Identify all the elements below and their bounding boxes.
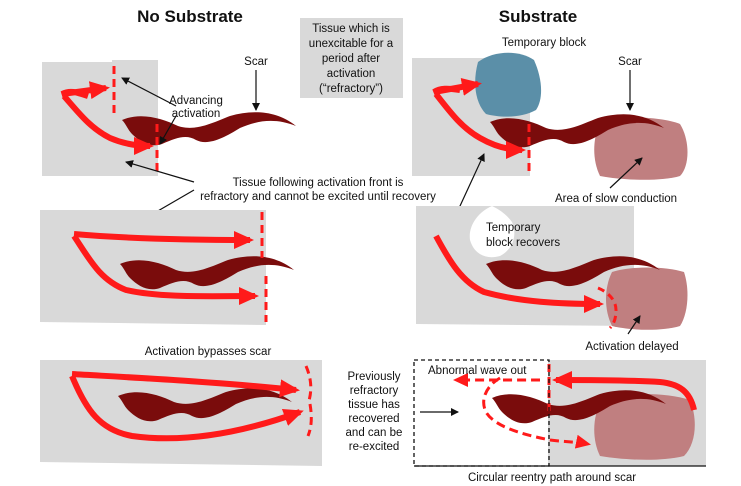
label-temp-block-recovers-1: Temporary xyxy=(486,222,541,234)
panel-top-left: Advancing activation Scar xyxy=(42,56,296,176)
activation-arrow-lower xyxy=(71,234,259,306)
legend-line-4: activation xyxy=(327,68,376,80)
scar-shape xyxy=(486,256,660,290)
label-circular-reentry: Circular reentry path around scar xyxy=(468,472,636,484)
activation-arrow-lower xyxy=(69,374,304,442)
legend-line-3: period after xyxy=(322,53,380,65)
label-tissue-following-1: Tissue following activation front is xyxy=(233,177,404,189)
temporary-block xyxy=(475,52,542,117)
heading-no-substrate: No Substrate xyxy=(137,7,243,26)
activation-arrow-upper xyxy=(71,371,300,398)
pointer-tissue-following-upper xyxy=(125,160,195,183)
label-advancing-1: Advancing xyxy=(169,95,223,107)
scar-shape xyxy=(490,114,664,148)
label-previously-refractory-1: Previously xyxy=(347,371,400,383)
pointer-advancing-lower xyxy=(159,115,177,145)
pointer-activation-delayed xyxy=(627,315,641,335)
reentry-arrow-solid xyxy=(552,371,697,411)
activation-front-upper xyxy=(304,365,313,405)
circular-reentry-arrow xyxy=(482,376,591,449)
label-previously-refractory-4: recovered xyxy=(348,413,399,425)
activation-arrow-upper xyxy=(73,230,254,249)
legend-line-2: unexcitable for a xyxy=(309,38,394,50)
refractory-legend-box xyxy=(300,18,403,98)
scar-shape xyxy=(120,256,294,290)
pointer-slow-conduction xyxy=(609,157,643,189)
label-advancing-2: activation xyxy=(172,108,221,120)
label-previously-refractory-6: re-excited xyxy=(349,441,400,453)
panel-middle-right: Temporary block recovers Activation dela… xyxy=(416,206,688,353)
label-activation-bypasses: Activation bypasses scar xyxy=(145,346,272,358)
heading-substrate: Substrate xyxy=(499,7,577,26)
label-temporary-block: Temporary block xyxy=(502,37,587,49)
legend-line-1: Tissue which is xyxy=(312,23,390,35)
slow-conduction-area xyxy=(594,394,695,460)
activation-front-lower xyxy=(306,403,313,437)
panel-bottom-right: Abnormal wave out Circular reentry path … xyxy=(413,359,706,484)
activation-arrow-lower xyxy=(61,94,154,155)
label-abnormal-wave-out: Abnormal wave out xyxy=(428,365,527,377)
activation-arrow xyxy=(433,234,604,313)
slow-conduction-area xyxy=(594,117,688,180)
label-activation-delayed: Activation delayed xyxy=(585,341,678,353)
label-scar-right: Scar xyxy=(618,56,642,68)
panel-bottom-left xyxy=(40,360,322,466)
activation-arrow-upper xyxy=(432,78,482,96)
scar-shape xyxy=(118,388,292,422)
delayed-activation-front xyxy=(597,286,618,330)
legend-line-5: (“refractory”) xyxy=(319,83,383,95)
label-scar-left: Scar xyxy=(244,56,268,68)
pointer-advancing-upper xyxy=(121,77,177,107)
label-previously-refractory-5: and can be xyxy=(346,427,403,439)
label-area-slow-conduction: Area of slow conduction xyxy=(555,193,677,205)
label-previously-refractory-2: refractory xyxy=(350,385,399,397)
panel-middle-left xyxy=(40,210,294,325)
activation-arrow-lower xyxy=(433,92,526,159)
scar-shape xyxy=(492,390,666,424)
label-tissue-following-2: refractory and cannot be excited until r… xyxy=(200,191,436,203)
label-previously-refractory-3: tissue has xyxy=(348,399,400,411)
panel-top-right: Temporary block Scar Area of slow conduc… xyxy=(412,37,688,205)
activation-arrow-upper xyxy=(60,81,110,100)
label-temp-block-recovers-2: block recovers xyxy=(486,237,560,249)
slow-conduction-area xyxy=(606,267,688,330)
